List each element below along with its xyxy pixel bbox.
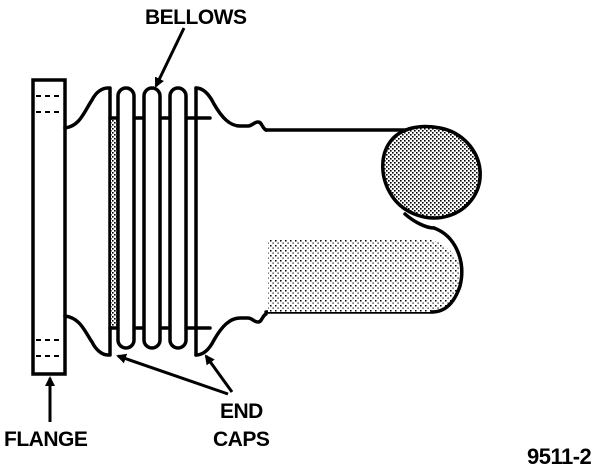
end-cap-right-arrow (204, 354, 234, 393)
flange-plate (31, 78, 67, 376)
figure-number: 9511-2 (527, 444, 592, 469)
pipe-cross-section (381, 124, 482, 220)
end-cap-left-arrow (116, 353, 229, 396)
end-caps-label-line2: CAPS (213, 428, 270, 451)
flange-label: FLANGE (4, 428, 88, 451)
leader-arrows (45, 27, 234, 422)
exhaust-pipe (264, 127, 464, 314)
end-caps-label-line1: END (220, 400, 263, 423)
bellows-convolutions (116, 86, 188, 350)
bellows-label: BELLOWS (145, 6, 247, 29)
right-end-cap (186, 86, 268, 357)
bellows-arrow (154, 27, 186, 88)
left-end-cap (63, 86, 112, 357)
